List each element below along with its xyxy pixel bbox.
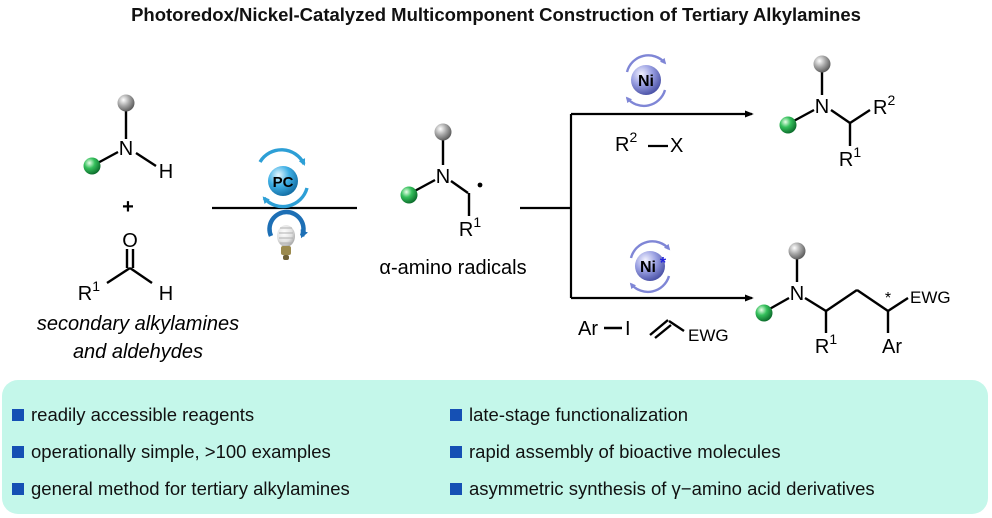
tertiary-amine-product-top: N R2 R1 [779, 55, 895, 171]
alpha-amino-radical-structure: N R1 [400, 123, 483, 241]
branch-arrows [520, 110, 754, 302]
green-sphere-icon [779, 116, 797, 134]
feature-item: general method for tertiary alkylamines [12, 478, 350, 500]
square-bullet-icon [12, 483, 24, 495]
ni-label-bottom: Ni [640, 259, 656, 276]
gray-sphere-icon [813, 55, 831, 73]
product-bottom-r1-label: R1 [815, 331, 837, 358]
product-bottom-ar-label: Ar [882, 336, 902, 358]
green-sphere-icon [400, 186, 418, 204]
feature-item: rapid assembly of bioactive molecules [450, 441, 781, 463]
feature-item: readily accessible reagents [12, 404, 254, 426]
photocatalyst-cycle-icon: PC [258, 148, 309, 209]
aldehyde-r-label: R1 [78, 278, 100, 305]
feature-item: asymmetric synthesis of γ−amino acid der… [450, 478, 875, 500]
green-sphere-icon [755, 304, 773, 322]
product-bottom-n-label: N [790, 283, 804, 305]
r2-label: R2 [615, 129, 637, 156]
ni-catalyst-cycle-icon: Ni [625, 54, 667, 108]
alkene-ewg-label: EWG [688, 326, 729, 345]
chiral-ni-catalyst-cycle-icon: Ni * [629, 240, 671, 294]
reaction-scheme-graphic: N H + O R1 H secondary alkylamines and a… [37, 54, 951, 363]
plus-sign: + [122, 196, 134, 218]
features-panel: readily accessible reagents operationall… [2, 380, 988, 514]
square-bullet-icon [450, 483, 462, 495]
reactants-caption-line1: secondary alkylamines [37, 313, 239, 335]
gray-sphere-icon [788, 242, 806, 260]
ni-label-top: Ni [638, 73, 654, 90]
aryl-label: Ar [578, 318, 598, 340]
gamma-amino-product-bottom: N * EWG R1 Ar [755, 242, 951, 358]
aldehyde-o-label: O [122, 230, 138, 252]
ni-star: * [660, 255, 667, 272]
stereocenter-star: * [885, 290, 891, 307]
radical-n-label: N [436, 166, 450, 188]
product-top-r2-label: R2 [873, 92, 895, 119]
green-sphere-icon [83, 157, 101, 175]
reactants-caption-line2: and aldehydes [73, 341, 203, 363]
aryl-iodide-and-alkene-reagents: Ar I EWG [578, 318, 729, 345]
scheme-title: Photoredox/Nickel-Catalyzed Multicompone… [131, 4, 861, 25]
square-bullet-icon [12, 409, 24, 421]
product-top-n-label: N [815, 96, 829, 118]
alpha-amino-caption: α-amino radicals [379, 257, 526, 279]
feature-item: late-stage functionalization [450, 404, 688, 426]
square-bullet-icon [12, 446, 24, 458]
lightbulb-icon [267, 209, 308, 260]
gray-sphere-icon [434, 123, 452, 141]
pc-label: PC [273, 174, 294, 191]
aldehyde-h-label: H [159, 283, 173, 305]
aldehyde-structure: O R1 H [78, 230, 173, 305]
product-bottom-ewg-label: EWG [910, 288, 951, 307]
alkyl-halide-reagent: R2 X [615, 129, 683, 157]
iodide-label: I [625, 318, 631, 340]
amine-n-label: N [119, 138, 133, 160]
amine-h-label: H [159, 161, 173, 183]
gray-sphere-icon [117, 94, 135, 112]
halide-x-label: X [670, 135, 683, 157]
product-top-r1-label: R1 [839, 144, 861, 171]
radical-dot [477, 182, 483, 188]
feature-item: operationally simple, >100 examples [12, 441, 331, 463]
square-bullet-icon [450, 446, 462, 458]
square-bullet-icon [450, 409, 462, 421]
radical-r-label: R1 [459, 214, 481, 241]
secondary-amine-structure: N H [83, 94, 173, 183]
